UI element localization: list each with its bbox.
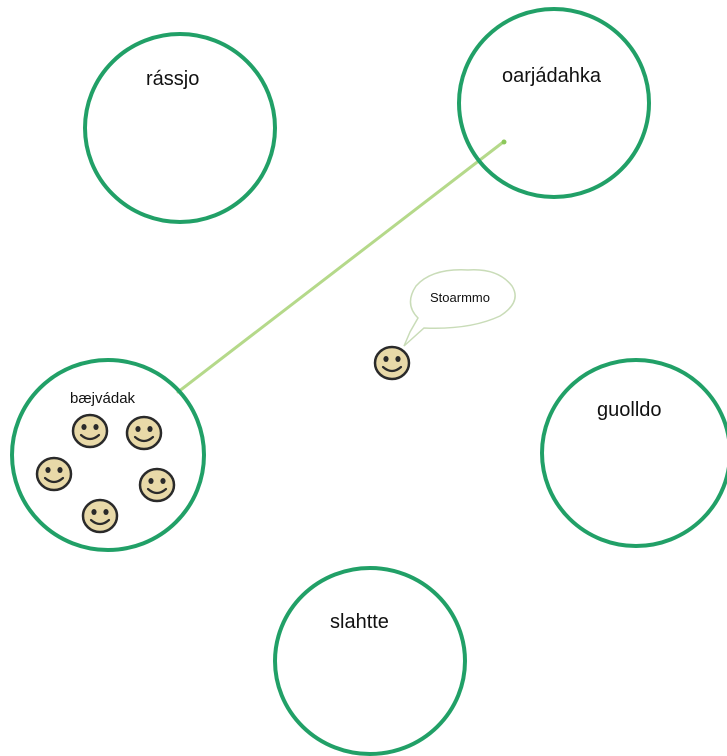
zone-label-rassjo: rássjo <box>146 68 199 90</box>
arrow-tip <box>501 139 507 145</box>
zone-circle-bajvadak <box>10 358 206 552</box>
zone-label-guolldo: guolldo <box>597 399 662 421</box>
smiley-face-icon <box>138 467 176 503</box>
speech-bubble <box>403 269 516 347</box>
smiley-face-icon <box>35 456 73 492</box>
zone-label-bajvadak: bæjvádak <box>70 390 136 407</box>
zone-circle-oarjadahka <box>457 7 651 199</box>
zone-circle-guolldo <box>540 358 727 548</box>
zone-label-oarjadahka: oarjádahka <box>502 65 602 87</box>
zone-circle-slahtte <box>273 566 467 756</box>
speech-bubble-text: Stoarmmo <box>430 290 490 305</box>
smiley-face-icon <box>125 415 163 451</box>
smiley-face-icon <box>81 498 119 534</box>
zone-circle-rassjo <box>83 32 277 224</box>
smiley-face-icon <box>373 345 411 381</box>
zone-label-slahtte: slahtte <box>330 611 389 633</box>
smiley-face-icon <box>71 413 109 449</box>
connection-arrow <box>176 141 504 394</box>
